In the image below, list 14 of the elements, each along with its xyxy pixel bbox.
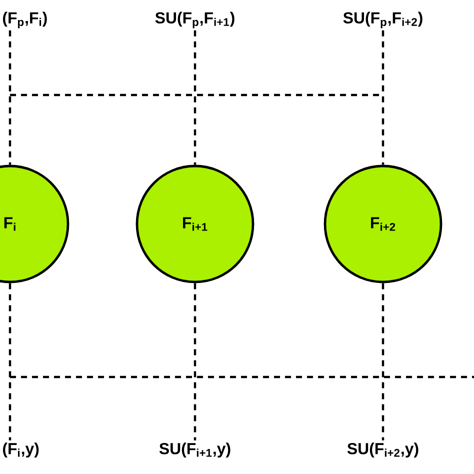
node-label: (F$_{i}$,y) xyxy=(3,442,39,458)
node-label: SU(F$_{i+2}$,y) xyxy=(347,442,418,458)
dashed-connector xyxy=(382,283,384,440)
circle-node: F$_{i+2}$ xyxy=(324,164,442,284)
dashed-connector xyxy=(382,30,384,165)
node-label: SU(F$_{p}$,F$_{i+1}$) xyxy=(155,12,234,28)
dashed-connector xyxy=(8,30,12,165)
dashed-connector xyxy=(8,283,12,440)
dashed-connector xyxy=(194,30,196,165)
circle-node: F$_{i+1}$ xyxy=(136,164,254,284)
node-label: (F$_{p}$,F$_{i}$) xyxy=(3,12,47,28)
dashed-connector xyxy=(194,283,196,440)
node-label: SU(F$_{i+1}$,y) xyxy=(159,442,230,458)
node-label: SU(F$_{p}$,F$_{i+2}$) xyxy=(343,12,422,28)
